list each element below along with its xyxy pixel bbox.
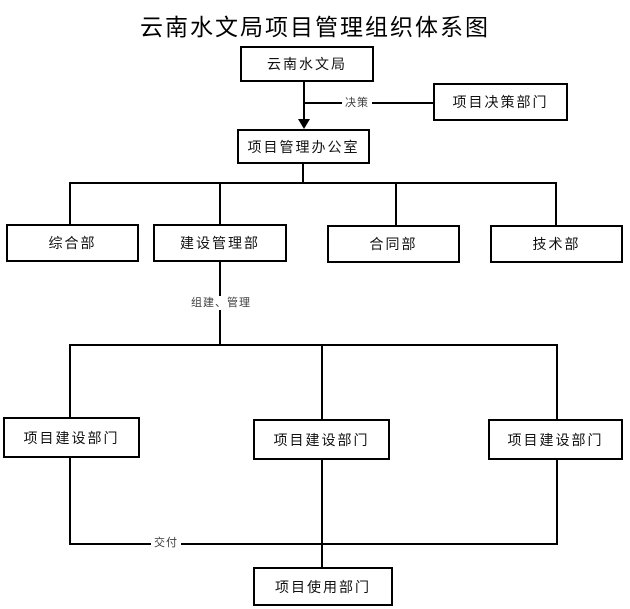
node-contract-dept: 合同部 bbox=[327, 225, 460, 263]
drop-build-1 bbox=[69, 344, 71, 418]
connector-bureau-to-pmo bbox=[303, 82, 305, 121]
node-yunnan-hydrology-bureau: 云南水文局 bbox=[240, 46, 374, 82]
node-general-dept: 综合部 bbox=[6, 224, 139, 262]
arrow-down-icon bbox=[298, 119, 310, 129]
connector-pmo-to-bus bbox=[302, 164, 304, 184]
node-project-use-dept: 项目使用部门 bbox=[253, 567, 393, 606]
node-project-build-dept-1: 项目建设部门 bbox=[3, 417, 140, 458]
connector-to-use-dept bbox=[321, 543, 323, 567]
node-project-build-dept-3: 项目建设部门 bbox=[488, 419, 623, 460]
bus-level3 bbox=[69, 344, 558, 346]
chart-title: 云南水文局项目管理组织体系图 bbox=[140, 15, 490, 41]
drop-build-2 bbox=[321, 344, 323, 420]
node-technical-dept: 技术部 bbox=[490, 225, 623, 263]
drop-contract bbox=[395, 182, 397, 226]
edge-label-delivery: 交付 bbox=[151, 536, 181, 550]
drop-build-3-to-delivery bbox=[556, 460, 558, 545]
edge-label-organize-manage: 组建、管理 bbox=[188, 296, 254, 310]
drop-build-1-to-delivery bbox=[69, 458, 71, 545]
node-project-decision-dept: 项目决策部门 bbox=[433, 83, 568, 121]
edge-label-decision: 决策 bbox=[342, 96, 372, 110]
bus-delivery bbox=[69, 543, 558, 545]
drop-technical bbox=[555, 182, 557, 226]
drop-build-2-to-delivery bbox=[321, 460, 323, 545]
drop-general bbox=[69, 182, 71, 225]
node-project-management-office: 项目管理办公室 bbox=[237, 129, 370, 164]
bus-level2 bbox=[69, 182, 557, 184]
drop-build-3 bbox=[556, 344, 558, 420]
node-construction-management-dept: 建设管理部 bbox=[153, 224, 287, 262]
drop-construction bbox=[219, 182, 221, 225]
node-project-build-dept-2: 项目建设部门 bbox=[253, 419, 390, 460]
